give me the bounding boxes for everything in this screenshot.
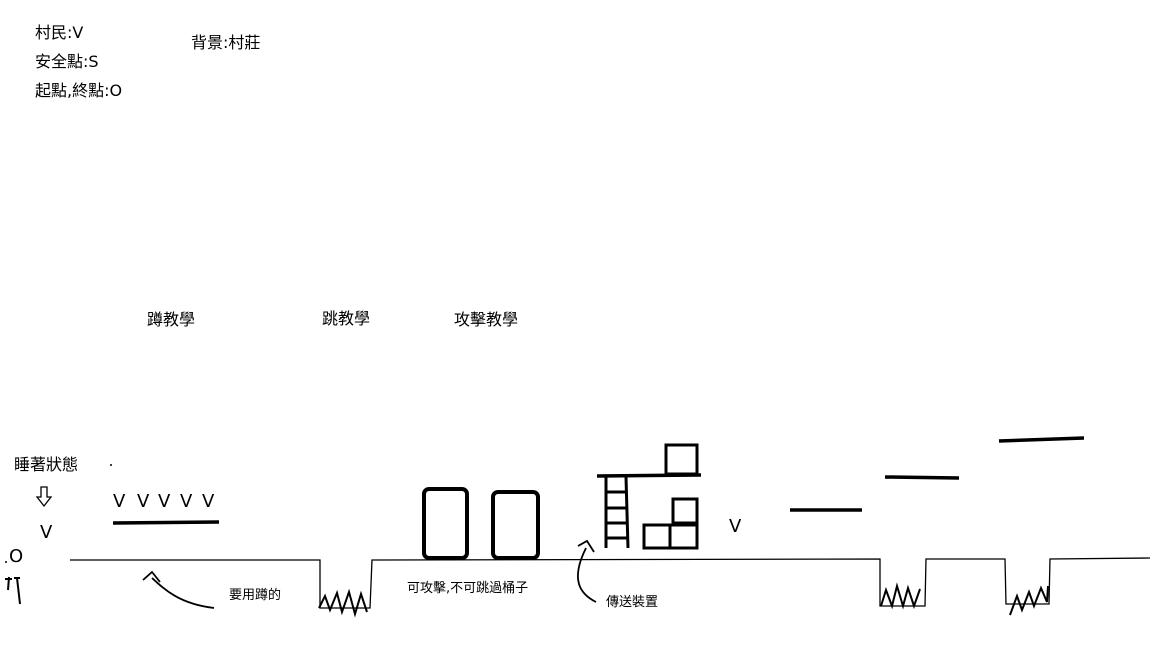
floating-platform	[884, 475, 960, 480]
crate-icon	[668, 523, 699, 550]
curved-arrow-icon	[577, 547, 597, 603]
section-crouch-tutorial: 蹲教學	[147, 310, 196, 329]
ladder-icon	[604, 476, 630, 549]
note-sleeping: 睡著狀態	[14, 455, 79, 474]
note-attack-barrels: 可攻擊,不可跳過桶子	[407, 581, 529, 596]
barrel-icon	[491, 490, 540, 560]
barrel-icon	[422, 487, 469, 560]
curved-arrow-icon	[577, 539, 595, 553]
spike-pit-icon	[318, 588, 368, 618]
spike-pit-icon	[880, 582, 921, 610]
sleeping-villager-marker: V	[40, 522, 53, 543]
spike-pit-icon	[1009, 585, 1049, 616]
section-attack-tutorial: 攻擊教學	[454, 310, 519, 329]
crate-icon	[664, 443, 699, 476]
floating-platform	[998, 436, 1085, 443]
legend-safe-point: 安全點:S	[35, 52, 99, 71]
legend-start-end: 起點,終點:O	[35, 81, 123, 100]
platform-villager-marker: V	[729, 516, 742, 537]
note-teleporter: 傳送裝置	[606, 595, 659, 610]
ground-line	[70, 557, 1151, 609]
door-icon	[5, 576, 21, 605]
villager-marker: V	[158, 491, 171, 512]
crate-icon	[671, 497, 699, 525]
villager-marker: V	[180, 491, 193, 512]
crate-icon	[642, 523, 672, 550]
curved-arrow-icon	[151, 577, 215, 609]
down-arrow-icon	[35, 486, 53, 508]
legend-background: 背景:村莊	[191, 33, 261, 52]
start-marker: O	[9, 546, 24, 567]
crouch-bar	[112, 520, 220, 525]
villager-marker: V	[137, 491, 150, 512]
stray-dot	[5, 561, 7, 563]
note-use-crouch: 要用蹲的	[229, 588, 282, 603]
section-jump-tutorial: 跳教學	[322, 309, 371, 328]
curved-arrow-icon	[142, 570, 161, 583]
villager-marker: V	[202, 491, 215, 512]
legend-villager: 村民:V	[35, 23, 84, 42]
villager-marker: V	[113, 491, 126, 512]
stray-dot	[110, 464, 112, 466]
